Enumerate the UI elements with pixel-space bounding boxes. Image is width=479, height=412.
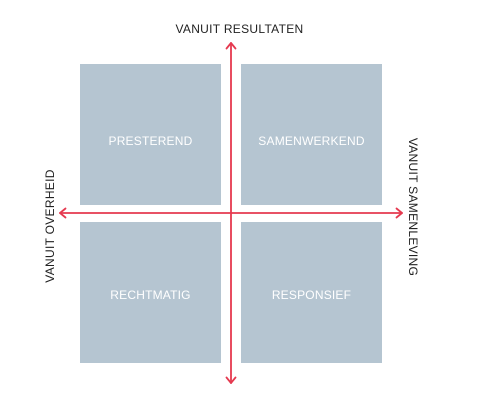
quadrant-label-rechtmatig: RECHTMATIG [110, 288, 191, 302]
axis-label-top: VANUIT RESULTATEN [175, 22, 304, 36]
quadrant-top-left: PRESTEREND [80, 64, 221, 205]
arrow-left-icon [59, 207, 67, 219]
arrow-down-icon [225, 376, 237, 384]
quadrant-top-right: SAMENWERKEND [241, 64, 382, 205]
quadrant-label-samenwerkend: SAMENWERKEND [258, 134, 365, 148]
quadrant-label-responsief: RESPONSIEF [271, 288, 352, 302]
quadrant-bottom-right: RESPONSIEF [241, 222, 382, 363]
arrow-right-icon [395, 207, 403, 219]
quadrant-bottom-left: RECHTMATIG [80, 222, 221, 363]
arrow-up-icon [225, 42, 237, 50]
quadrant-label-presterend: PRESTEREND [108, 134, 193, 148]
